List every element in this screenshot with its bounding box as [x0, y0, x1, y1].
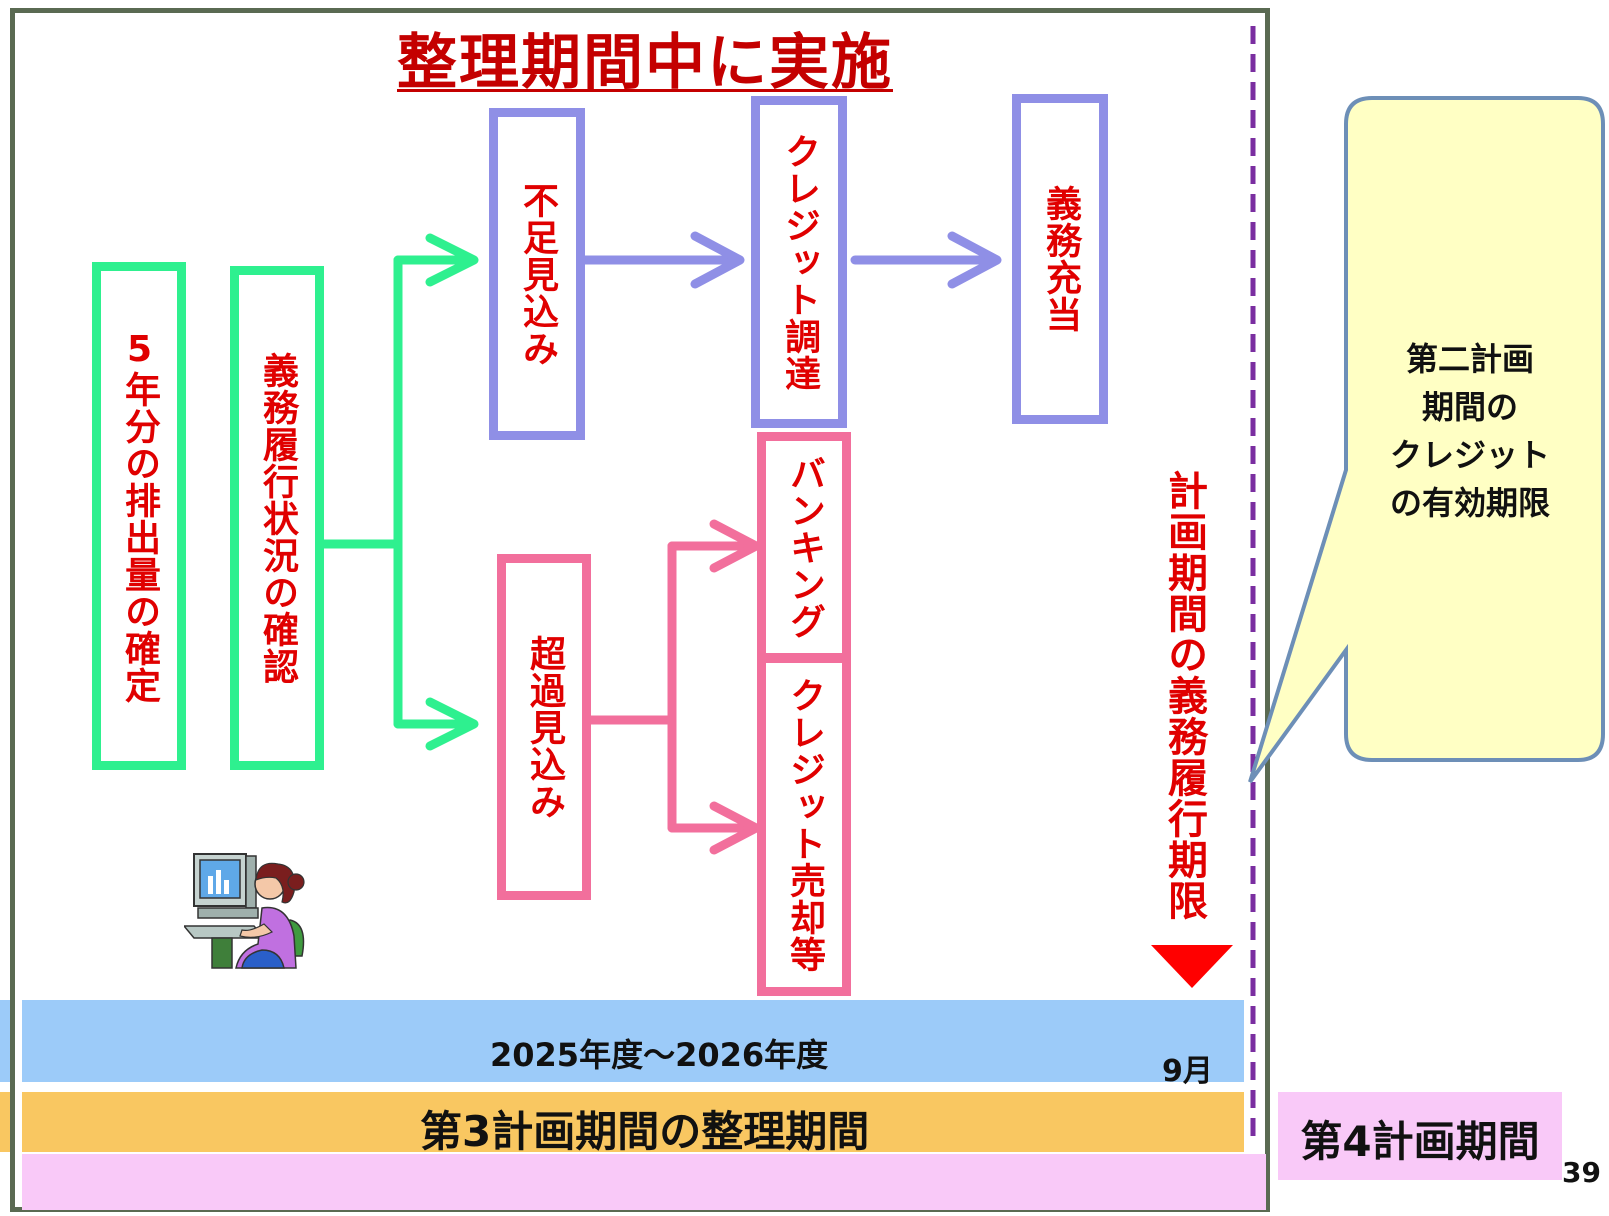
shortfall-box: 不足見込み	[489, 108, 585, 440]
adjustment-period-label: 第3計画期間の整理期間	[420, 1107, 870, 1156]
obligation-box: 義務充当	[1012, 94, 1108, 424]
green-arrowhead-lower	[425, 697, 479, 751]
deadline-label-wrap: 計画期間の義務履行期限	[1161, 470, 1207, 925]
banking-label: バンキング	[784, 454, 825, 640]
adjustment-period-band: 第3計画期間の整理期間	[22, 1092, 1244, 1156]
fourth-period-band: 第4計画期間	[1278, 1092, 1562, 1180]
credit-sale-box: クレジット売却等	[757, 654, 851, 996]
callout-line: 期間の	[1421, 388, 1518, 426]
fiscal-year-band: 2025年度～2026年度 9月	[22, 1000, 1244, 1089]
credit-validity-callout: 第二計画 期間の クレジット の有効期限	[1340, 335, 1600, 527]
callout-line: クレジット	[1389, 436, 1550, 474]
credit-procure-label: クレジット調達	[779, 132, 820, 392]
pink-arrowhead-upper	[709, 519, 761, 573]
compliance-check-box: 義務履行状況の確認	[230, 266, 324, 770]
excess-label: 超過見込み	[524, 634, 565, 820]
callout-line: の有効期限	[1389, 484, 1550, 522]
timeline-band-stub	[0, 1092, 10, 1152]
green-arrowhead-upper	[425, 233, 479, 287]
purple-arrowhead-1	[690, 231, 745, 289]
banking-box: バンキング	[757, 432, 851, 662]
month-label: 9月	[1162, 1054, 1213, 1089]
deadline-label: 計画期間の義務履行期限	[1161, 470, 1207, 921]
fiscal-year-label: 2025年度～2026年度	[490, 1036, 829, 1074]
page-title: 整理期間中に実施	[397, 28, 893, 98]
callout-line: 第二計画	[1405, 340, 1534, 378]
shortfall-label: 不足見込み	[517, 181, 558, 367]
deadline-marker-icon	[1151, 945, 1233, 988]
credit-procure-box: クレジット調達	[751, 96, 847, 428]
obligation-label: 義務充当	[1040, 185, 1081, 333]
person-at-computer-icon	[184, 853, 305, 969]
third-period-band	[22, 1154, 1266, 1210]
pink-arrowhead-lower	[709, 801, 761, 855]
fourth-period-label: 第4計画期間	[1300, 1117, 1540, 1166]
emissions-label: 5年分の排出量の確定	[119, 328, 160, 704]
credit-sale-label: クレジット売却等	[784, 677, 825, 973]
excess-box: 超過見込み	[497, 554, 591, 900]
callout-bubble	[1248, 96, 1605, 784]
compliance-check-label: 義務履行状況の確認	[257, 351, 298, 685]
page-number: 39	[1562, 1156, 1601, 1189]
emissions-box: 5年分の排出量の確定	[92, 262, 186, 770]
purple-arrowhead-2	[947, 231, 1002, 289]
timeline-band-stub	[0, 1000, 10, 1082]
